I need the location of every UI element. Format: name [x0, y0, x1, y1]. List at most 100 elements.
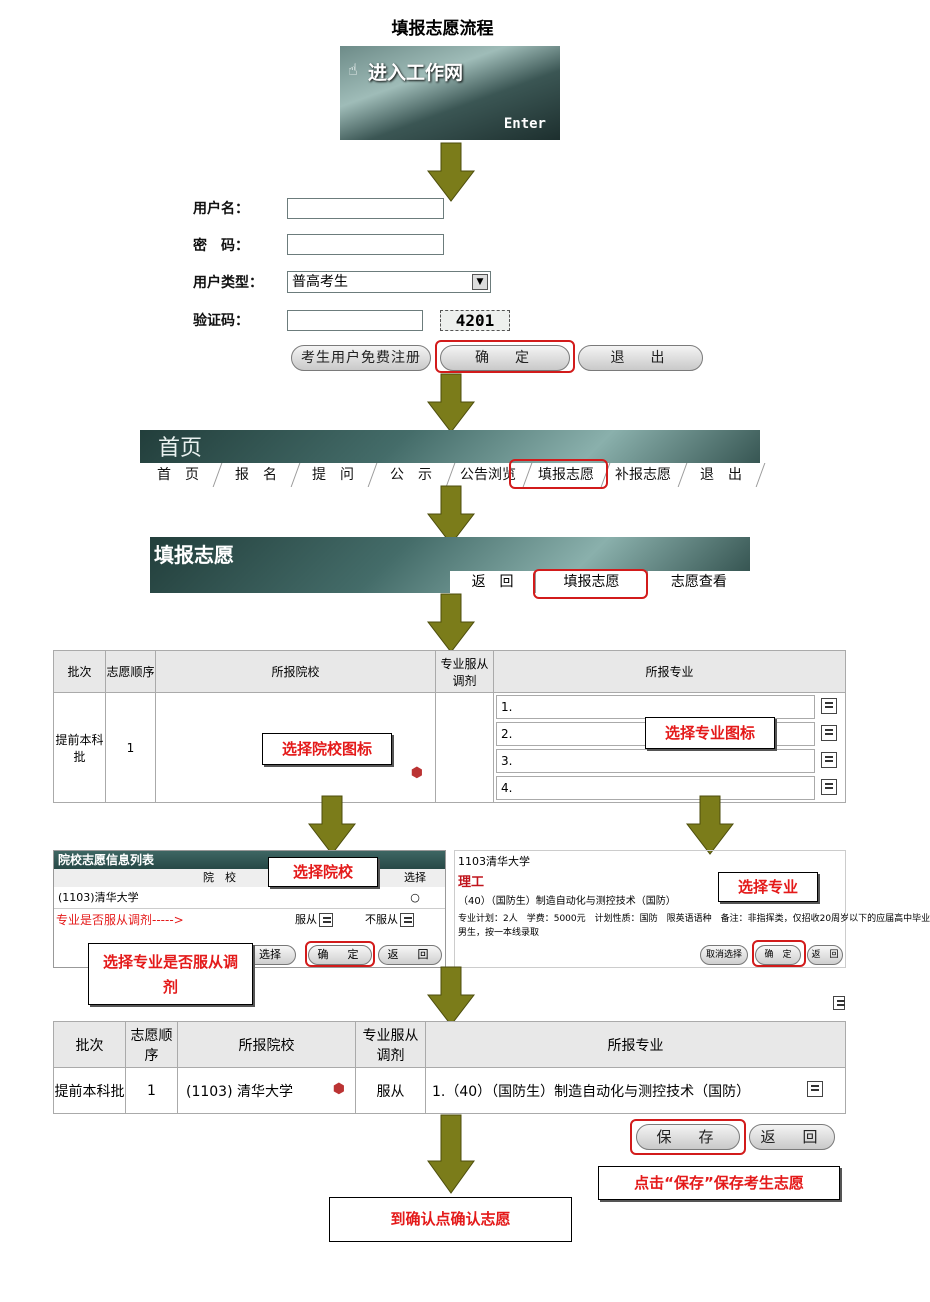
obey-question: 专业是否服从调剂----->: [56, 913, 184, 927]
chevron-down-icon[interactable]: ▼: [472, 274, 488, 290]
flow-arrow-down-icon: [426, 373, 476, 434]
enter-label: 进入工作网: [368, 62, 464, 84]
major-select-icon[interactable]: [821, 698, 837, 714]
major-panel-info2: 男生，按一本线录取: [458, 928, 540, 938]
school-select-icon[interactable]: ⬢: [410, 765, 423, 781]
login-exit-button[interactable]: 退 出: [578, 345, 703, 371]
enter-sub-label: Enter: [503, 116, 546, 132]
list-item: 1.: [496, 695, 843, 719]
menu-item-register[interactable]: 报 名: [213, 463, 300, 487]
hand-pointer-icon: ☝: [348, 60, 358, 79]
callout-choose-major: 选择专业: [718, 872, 818, 902]
table-row: (1103)清华大学 ○: [54, 887, 445, 909]
school-ok-button[interactable]: 确 定: [308, 945, 372, 965]
school-select-icon[interactable]: ⬢: [332, 1080, 345, 1097]
captcha-input[interactable]: [287, 310, 423, 331]
major-ok-button[interactable]: 确 定: [755, 945, 801, 965]
batch-cell: 提前本科批: [53, 1067, 126, 1114]
fill-menu-view[interactable]: 志愿查看: [670, 574, 727, 590]
login-ok-button[interactable]: 确 定: [440, 345, 570, 371]
username-input[interactable]: [287, 198, 444, 219]
major-checkbox[interactable]: [833, 996, 845, 1010]
flow-arrow-down-icon: [307, 795, 357, 856]
menu-item-home[interactable]: 首 页: [135, 463, 222, 487]
col-school: 院 校: [203, 871, 236, 884]
school-list-title: 院校志愿信息列表: [54, 851, 445, 869]
usertype-label: 用户类型：: [193, 275, 263, 291]
col-batch: 批次: [53, 1021, 126, 1068]
highlight-box: [509, 459, 608, 489]
major-select-icon[interactable]: [807, 1080, 823, 1097]
home-title: 首页: [158, 436, 203, 461]
major-cell: 1.（40）（国防生）制造自动化与测控技术（国防）: [425, 1067, 846, 1114]
highlight-box: [305, 941, 375, 967]
major-back-button[interactable]: 返 回: [807, 945, 843, 965]
col-major: 所报专业: [425, 1021, 846, 1068]
col-major: 所报专业: [493, 650, 846, 693]
not-obey-option[interactable]: 不服从: [365, 909, 445, 931]
flow-arrow-down-icon: [426, 485, 476, 546]
menu-item-ask[interactable]: 提 问: [290, 463, 377, 487]
save-button[interactable]: 保 存: [636, 1124, 740, 1150]
major-select-icon[interactable]: [821, 725, 837, 741]
fill-menu-back[interactable]: 返 回: [450, 571, 537, 593]
password-input[interactable]: [287, 234, 444, 255]
major-panel-major: （40）（国防生）制造自动化与测控技术（国防）: [458, 896, 676, 907]
fill-title: 填报志愿: [154, 543, 234, 567]
flow-arrow-down-icon: [426, 593, 476, 654]
obey-cell: 服从: [355, 1067, 426, 1114]
school-name: (1103)清华大学: [58, 891, 139, 904]
callout-obey: 选择专业是否服从调剂: [88, 943, 253, 1005]
list-item: 3.: [496, 749, 843, 773]
callout-choose-major-icon: 选择专业图标: [645, 717, 775, 749]
flow-arrow-down-icon: [426, 1114, 476, 1195]
major-select-icon[interactable]: [821, 779, 837, 795]
col-order: 志愿顺序: [125, 1021, 178, 1068]
menu-item-exit[interactable]: 退 出: [678, 463, 765, 487]
usertype-value: 普高考生: [292, 274, 348, 290]
school-choose-button[interactable]: 选择: [244, 945, 296, 965]
volunteer-table-filled: 批次 志愿顺序 所报院校 专业服从调剂 所报专业 提前本科批 1 (1103) …: [53, 1021, 846, 1114]
highlight-box: [533, 569, 648, 599]
col-school: 所报院校: [155, 650, 436, 693]
obey-option[interactable]: 服从: [295, 909, 365, 931]
menu-item-supplement[interactable]: 补报志愿: [600, 463, 687, 487]
menu-item-notice[interactable]: 公 示: [368, 463, 455, 487]
flow-arrow-down-icon: [426, 142, 476, 203]
col-obey: 专业服从调剂: [355, 1021, 426, 1068]
register-button[interactable]: 考生用户免费注册: [291, 345, 431, 371]
highlight-box: [435, 340, 575, 373]
fill-banner: 填报志愿 返 回 填报志愿 志愿查看: [150, 537, 750, 593]
col-obey: 专业服从调剂: [435, 650, 494, 693]
home-banner: 首页 首 页 报 名 提 问 公 示 公告浏览 填报志愿 补报志愿 退 出: [135, 430, 765, 487]
major-select-icon[interactable]: [821, 752, 837, 768]
page-title: 填报志愿流程: [391, 19, 494, 39]
school-back-button[interactable]: 返 回: [378, 945, 442, 965]
order-cell: 1: [125, 1067, 178, 1114]
home-menu: 首 页 报 名 提 问 公 示 公告浏览 填报志愿 补报志愿 退 出: [135, 463, 765, 487]
school-radio[interactable]: ○: [410, 891, 420, 904]
flow-arrow-down-icon: [426, 966, 476, 1027]
major-panel-info: 专业计划：2人 学费：5000元 计划性质：国防 限英语语种 备注：非指挥类，仅…: [458, 914, 930, 924]
enter-banner[interactable]: 进入工作网 ☝ Enter: [340, 46, 560, 140]
col-batch: 批次: [53, 650, 106, 693]
username-label: 用户名：: [193, 201, 249, 217]
major-panel-type: 理工: [458, 875, 485, 890]
col-order: 志愿顺序: [105, 650, 156, 693]
flow-arrow-down-icon: [685, 795, 735, 856]
callout-choose-school-icon: 选择院校图标: [262, 733, 392, 765]
col-school: 所报院校: [177, 1021, 356, 1068]
captcha-label: 验证码：: [193, 313, 249, 329]
callout-save-tip: 点击“保存”保存考生志愿: [598, 1166, 840, 1200]
callout-choose-school: 选择院校: [268, 857, 378, 887]
back-button[interactable]: 返 回: [749, 1124, 835, 1150]
table-row: 提前本科批 1 (1103) 清华大学⬢ 服从 1.（40）（国防生）制造自动化…: [53, 1067, 846, 1114]
batch-cell: 提前本科批: [53, 692, 106, 803]
confirm-box: 到确认点确认志愿: [329, 1197, 572, 1242]
major-panel: 1103清华大学 理工 （40）（国防生）制造自动化与测控技术（国防） 专业计划…: [454, 850, 930, 1010]
usertype-select[interactable]: 普高考生 ▼: [287, 271, 491, 293]
major-cancel-button[interactable]: 取消选择: [700, 945, 748, 965]
password-label: 密 码：: [193, 238, 249, 254]
col-select: 选择: [404, 871, 426, 884]
school-cell: (1103) 清华大学⬢: [177, 1067, 356, 1114]
